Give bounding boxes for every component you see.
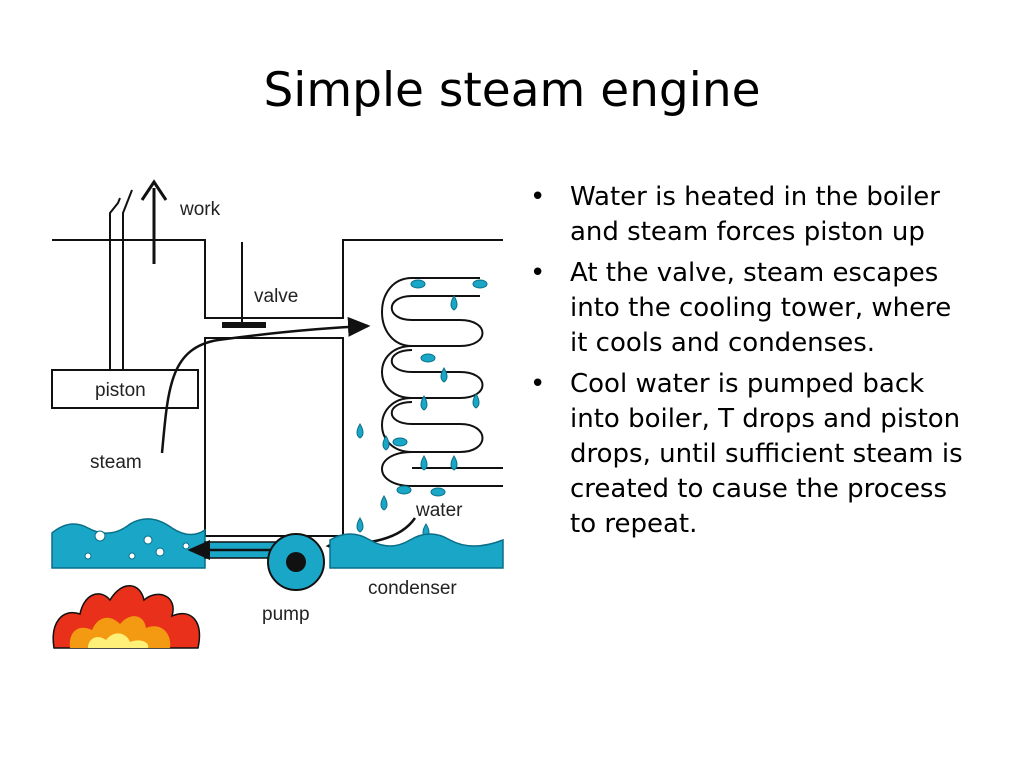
steam-label: steam	[90, 452, 142, 473]
engine-frame	[51, 239, 503, 537]
work-arrow-icon	[140, 179, 168, 264]
bullet-dot: •	[530, 369, 546, 399]
boiler-water	[51, 518, 206, 569]
steam-flow-arrow	[160, 316, 371, 454]
bullet-item: • Water is heated in the boiler and stea…	[528, 180, 976, 250]
bullet-text: At the valve, steam escapes into the coo…	[570, 258, 952, 358]
bullet-item: • At the valve, steam escapes into the c…	[528, 256, 976, 361]
bullet-item: • Cool water is pumped back into boiler,…	[528, 367, 976, 542]
valve-icon	[222, 242, 266, 328]
steam-engine-diagram: work valve piston steam water	[51, 179, 504, 649]
bullet-text: Water is heated in the boiler and steam …	[570, 182, 940, 247]
valve-label: valve	[254, 286, 298, 307]
condenser-label: condenser	[368, 578, 457, 599]
piston-label: piston	[95, 380, 146, 401]
flame-icon	[52, 585, 201, 649]
pump-icon	[267, 533, 325, 591]
bubbles	[84, 530, 190, 560]
bullet-dot: •	[530, 258, 546, 288]
bullet-list: • Water is heated in the boiler and stea…	[528, 180, 976, 548]
condenser-water	[329, 533, 504, 569]
water-drops	[356, 279, 488, 539]
slide-title: Simple steam engine	[263, 63, 761, 118]
cooling-coil	[381, 277, 503, 487]
pump-label: pump	[262, 604, 310, 625]
bullet-dot: •	[530, 182, 546, 212]
piston-rod	[109, 189, 133, 370]
water-label: water	[415, 500, 463, 521]
work-label: work	[179, 199, 221, 220]
bullet-text: Cool water is pumped back into boiler, T…	[570, 369, 963, 539]
